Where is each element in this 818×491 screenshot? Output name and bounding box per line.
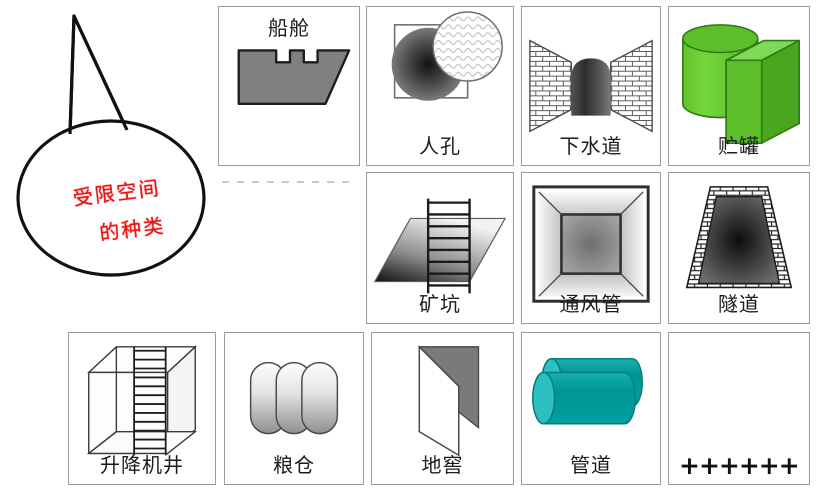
tunnel-label: 隧道 (718, 292, 760, 316)
sewer-icon (522, 7, 660, 165)
cellar-icon (372, 333, 513, 484)
mine-pit-icon (367, 173, 513, 323)
cell-ship-cabin: 船舱 (218, 6, 360, 166)
manhole-label: 人孔 (419, 134, 461, 158)
storage-tank-label: 贮罐 (718, 134, 760, 158)
cell-cellar: 地窖 (371, 332, 514, 485)
tunnel-icon (669, 173, 809, 323)
plus-marks: ++++++ (679, 451, 800, 480)
cell-ventilation-duct: 通风管 (521, 172, 661, 324)
cell-manhole: 人孔 (366, 6, 514, 166)
sewer-label: 下水道 (559, 134, 623, 158)
cell-sewer: 下水道 (521, 6, 661, 166)
ship-cabin-label: 船舱 (268, 16, 310, 40)
speech-bubble: 受限空间 的种类 (8, 2, 218, 292)
cell-grain-silo: 粮仓 (224, 332, 364, 485)
cell-pipeline: 管道 (521, 332, 661, 485)
ventilation-duct-icon (522, 173, 660, 323)
grain-silo-icon (225, 333, 363, 484)
elevator-shaft-icon (69, 333, 215, 484)
cell-storage-tank: 贮罐 (668, 6, 810, 166)
manhole-icon (367, 7, 513, 165)
dashed-divider (222, 181, 352, 183)
pipeline-label: 管道 (570, 453, 612, 477)
mine-pit-label: 矿坑 (419, 292, 461, 316)
pipeline-icon (522, 333, 660, 484)
cell-plus-placeholder: ++++++ (668, 332, 810, 485)
elevator-shaft-label: 升降机井 (100, 453, 184, 477)
grain-silo-label: 粮仓 (273, 453, 315, 477)
cell-mine-pit: 矿坑 (366, 172, 514, 324)
cell-tunnel: 隧道 (668, 172, 810, 324)
ship-cabin-icon (219, 7, 359, 165)
storage-tank-icon (669, 7, 809, 165)
ventilation-duct-label: 通风管 (559, 292, 623, 316)
cellar-label: 地窖 (421, 453, 464, 477)
cell-elevator-shaft: 升降机井 (68, 332, 216, 485)
speech-bubble-shape (16, 14, 206, 277)
